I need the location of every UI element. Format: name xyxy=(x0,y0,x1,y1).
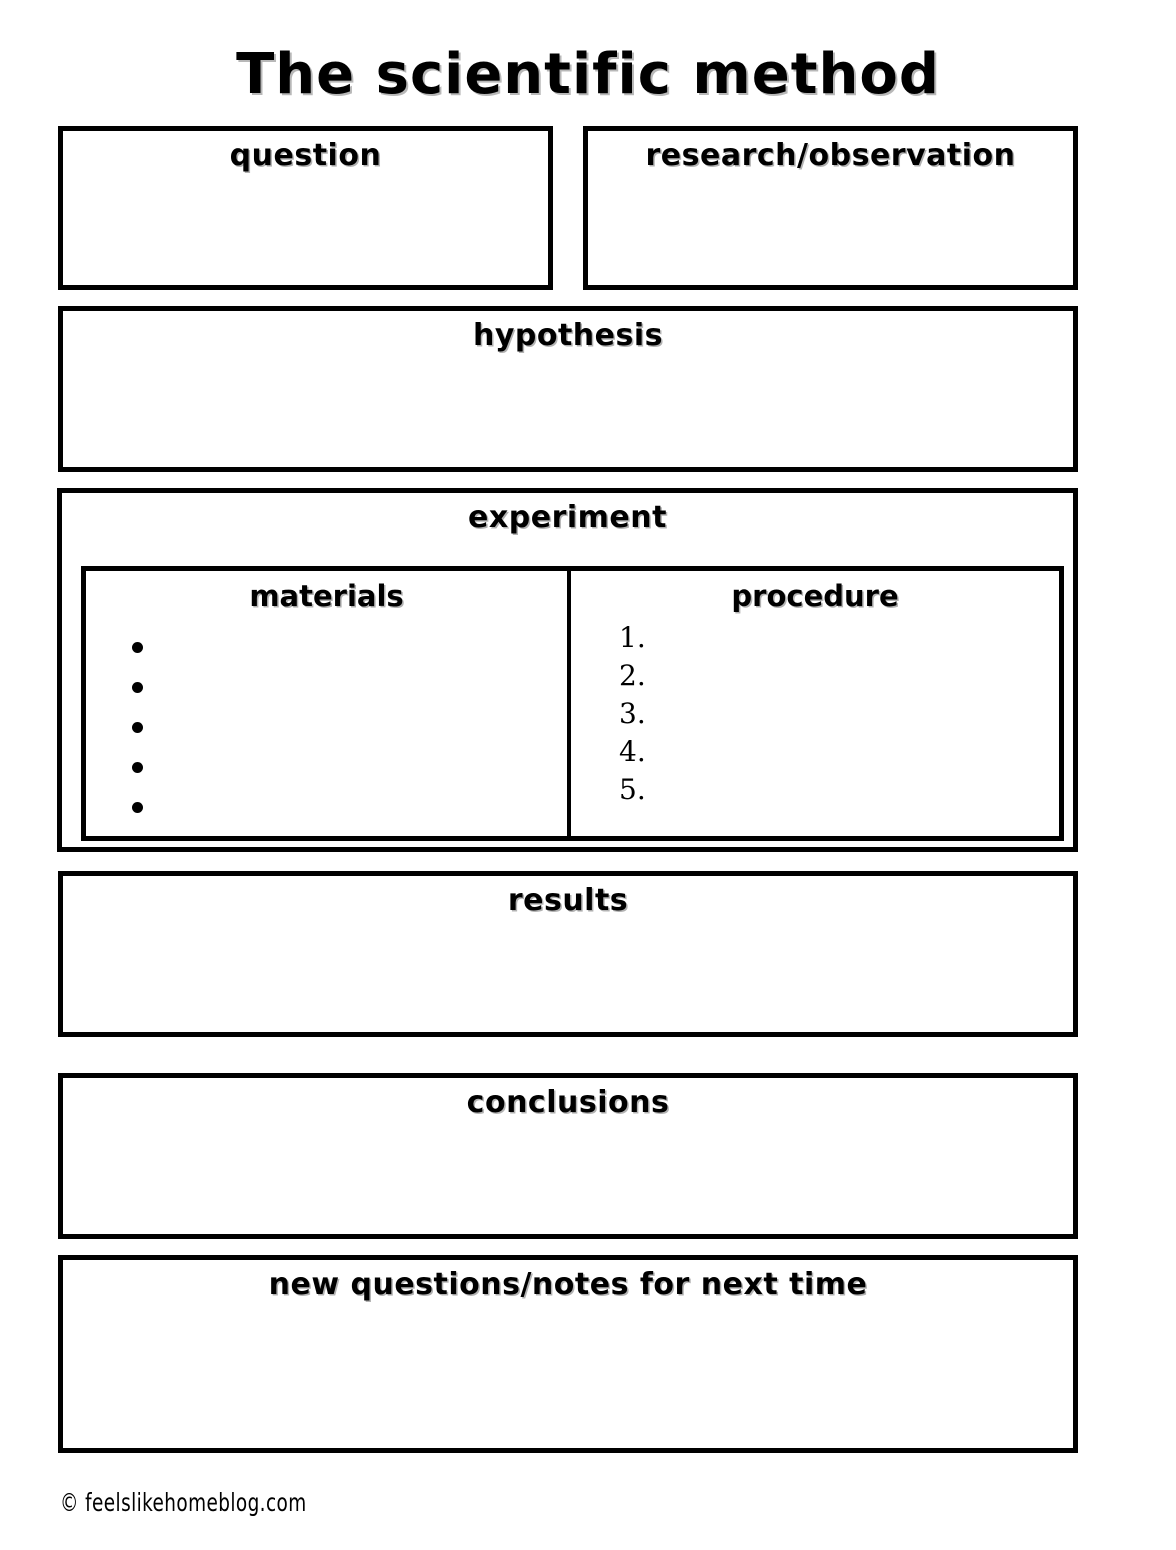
section-label-question: question xyxy=(229,138,382,173)
section-label-results: results xyxy=(507,883,629,918)
procedure-step-row[interactable]: 4. xyxy=(619,733,646,771)
experiment-inner-split: materials procedure 1. 2. 3. 4. 5. xyxy=(81,566,1064,841)
page-title: The scientific method xyxy=(236,42,940,107)
section-box-hypothesis[interactable]: hypothesis xyxy=(58,306,1078,472)
section-label-new-questions: new questions/notes for next time xyxy=(268,1267,868,1302)
section-label-research-observation: research/observation xyxy=(645,138,1016,173)
section-box-conclusions[interactable]: conclusions xyxy=(58,1073,1078,1239)
procedure-step-number: 2. xyxy=(619,659,646,692)
section-box-new-questions[interactable]: new questions/notes for next time xyxy=(58,1255,1078,1453)
procedure-step-number: 1. xyxy=(619,621,646,654)
bullet-point-icon xyxy=(132,682,143,693)
subsection-label-procedure: procedure xyxy=(731,579,899,613)
procedure-step-number: 5. xyxy=(619,773,646,806)
section-label-hypothesis: hypothesis xyxy=(472,318,664,353)
section-box-question[interactable]: question xyxy=(58,126,553,290)
procedure-step-row[interactable]: 5. xyxy=(619,771,646,809)
subsection-materials[interactable]: materials xyxy=(86,571,571,836)
footer-credit: © feelslikehomeblog.com xyxy=(60,1488,307,1517)
procedure-step-number: 4. xyxy=(619,735,646,768)
section-label-experiment: experiment xyxy=(468,500,667,535)
bullet-point-icon xyxy=(132,722,143,733)
section-box-results[interactable]: results xyxy=(58,871,1078,1037)
procedure-numbered-list[interactable]: 1. 2. 3. 4. 5. xyxy=(619,619,646,809)
section-box-experiment[interactable]: experiment materials procedure 1. 2. 3. 4. 5… xyxy=(57,488,1078,852)
subsection-label-materials: materials xyxy=(249,579,404,613)
bullet-point-icon xyxy=(132,642,143,653)
subsection-procedure[interactable]: procedure 1. 2. 3. 4. 5. xyxy=(571,571,1059,836)
procedure-step-row[interactable]: 2. xyxy=(619,657,646,695)
bullet-point-icon xyxy=(132,762,143,773)
procedure-step-row[interactable]: 3. xyxy=(619,695,646,733)
section-box-research-observation[interactable]: research/observation xyxy=(583,126,1078,290)
procedure-step-number: 3. xyxy=(619,697,646,730)
bullet-point-icon xyxy=(132,802,143,813)
section-label-conclusions: conclusions xyxy=(466,1085,670,1120)
procedure-step-row[interactable]: 1. xyxy=(619,619,646,657)
